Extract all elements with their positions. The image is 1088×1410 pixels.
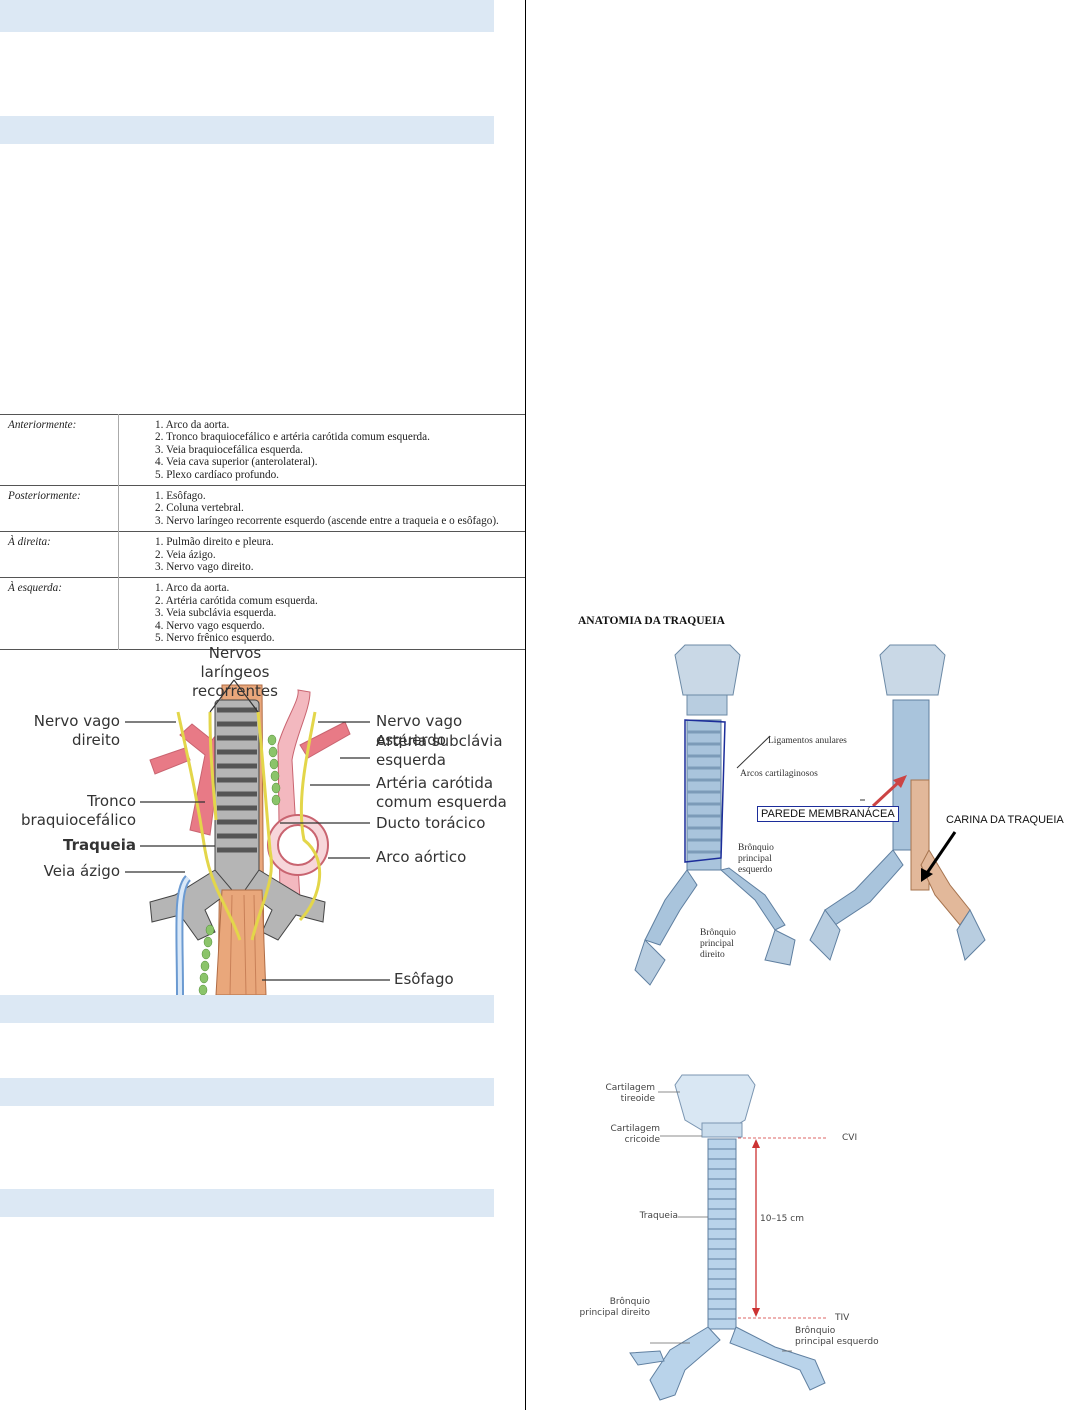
section-band-5	[0, 1189, 494, 1217]
section-band-3	[0, 995, 494, 1023]
list-item: 5. Nervo frênico esquerdo.	[155, 632, 275, 645]
anatomy-title: ANATOMIA DA TRAQUEIA	[578, 615, 725, 627]
label-nervos-laringeos: Nervos laríngeos recorrentes	[192, 644, 278, 700]
label-arteria-subclavia: Artéria subclávia esquerda	[376, 732, 503, 769]
trachea-anatomy-illustration	[634, 644, 986, 986]
side-label: À direita:	[0, 531, 119, 578]
list-item: 3. Veia subclávia esquerda.	[155, 607, 277, 620]
table-row: Anteriormente: 1. Arco da aorta. 2. Tron…	[0, 414, 526, 486]
list-item: 2. Coluna vertebral.	[155, 502, 244, 515]
label-arco-aortico: Arco aórtico	[376, 848, 467, 866]
label-traqueia: Traqueia	[63, 836, 136, 854]
side-label: À esquerda:	[0, 577, 119, 649]
side-label: Anteriormente:	[0, 414, 119, 486]
label-tiv: TIV	[835, 1313, 850, 1323]
label-ducto-toracico: Ducto torácico	[376, 814, 486, 832]
label-ligamentos: Ligamentos anulares	[768, 736, 847, 746]
list-item: 1. Pulmão direito e pleura.	[155, 536, 274, 549]
label-nervo-vago-direito: Nervo vago direito	[33, 712, 120, 749]
label-carina: CARINA DA TRAQUEIA	[946, 814, 1064, 826]
label-arteria-carotida: Artéria carótida comum esquerda	[376, 774, 507, 811]
trachea-relations-illustration	[125, 679, 390, 995]
list-item: 1. Arco da aorta.	[155, 582, 230, 595]
list-item: 3. Veia braquiocefálica esquerda.	[155, 443, 303, 456]
label-cartilagem-tireoide: Cartilagem tireoide	[605, 1083, 655, 1104]
list-item: 2. Tronco braquiocefálico e artéria caró…	[155, 431, 430, 444]
column-divider	[525, 0, 526, 1410]
side-label: Posteriormente:	[0, 485, 119, 532]
label-bronquio-esquerdo-dim: Brônquio principal esquerdo	[795, 1326, 879, 1347]
label-cartilagem-cricoide: Cartilagem cricoide	[610, 1124, 660, 1145]
items-cell: 1. Arco da aorta. 2. Artéria carótida co…	[119, 578, 526, 649]
table-row: Posteriormente: 1. Esôfago. 2. Coluna ve…	[0, 485, 526, 532]
section-band-4	[0, 1078, 494, 1106]
label-length: 10–15 cm	[760, 1214, 804, 1224]
label-nervo-vago-esquerdo: Nervo vago esquerdo	[376, 712, 463, 749]
section-band-1	[0, 0, 494, 32]
label-bronquio-direito-anat: Brônquio principal direito	[700, 928, 736, 960]
label-tronco-braquiocefalico: Tronco braquiocefálico	[21, 792, 136, 829]
label-bronquio-direito-dim: Brônquio principal direito	[579, 1297, 650, 1318]
list-item: 3. Nervo laríngeo recorrente esquerdo (a…	[155, 514, 499, 527]
list-item: 1. Esôfago.	[155, 490, 206, 503]
list-item: 5. Plexo cardíaco profundo.	[155, 468, 279, 481]
relations-table: Anteriormente: 1. Arco da aorta. 2. Tron…	[0, 414, 525, 650]
items-cell: 1. Pulmão direito e pleura. 2. Veia ázig…	[119, 532, 526, 578]
label-arcos: Arcos cartilaginosos	[740, 769, 818, 779]
label-esofago: Esôfago	[394, 970, 454, 988]
list-item: 2. Veia ázigo.	[155, 548, 216, 561]
table-row: À direita: 1. Pulmão direito e pleura. 2…	[0, 531, 526, 578]
label-cvi: CVI	[842, 1133, 858, 1143]
list-item: 1. Arco da aorta.	[155, 419, 230, 431]
list-item: 2. Artéria carótida comum esquerda.	[155, 594, 318, 607]
label-veia-azigo: Veia ázigo	[43, 862, 120, 880]
table-row: À esquerda: 1. Arco da aorta. 2. Artéria…	[0, 577, 526, 649]
trachea-dimension-illustration	[629, 1074, 828, 1401]
label-parede: PAREDE MEMBRANÁCEA	[757, 806, 899, 822]
label-traqueia-dim: Traqueia	[639, 1211, 678, 1221]
section-band-2	[0, 116, 494, 144]
list-item: 4. Nervo vago esquerdo.	[155, 619, 265, 632]
items-cell: 1. Arco da aorta. 2. Tronco braquiocefál…	[119, 415, 526, 486]
items-cell: 1. Esôfago. 2. Coluna vertebral. 3. Nerv…	[119, 486, 526, 532]
list-item: 3. Nervo vago direito.	[155, 561, 254, 574]
list-item: 4. Veia cava superior (anterolateral).	[155, 456, 318, 469]
label-bronquio-esquerdo-anat: Brônquio principal esquerdo	[738, 843, 774, 875]
